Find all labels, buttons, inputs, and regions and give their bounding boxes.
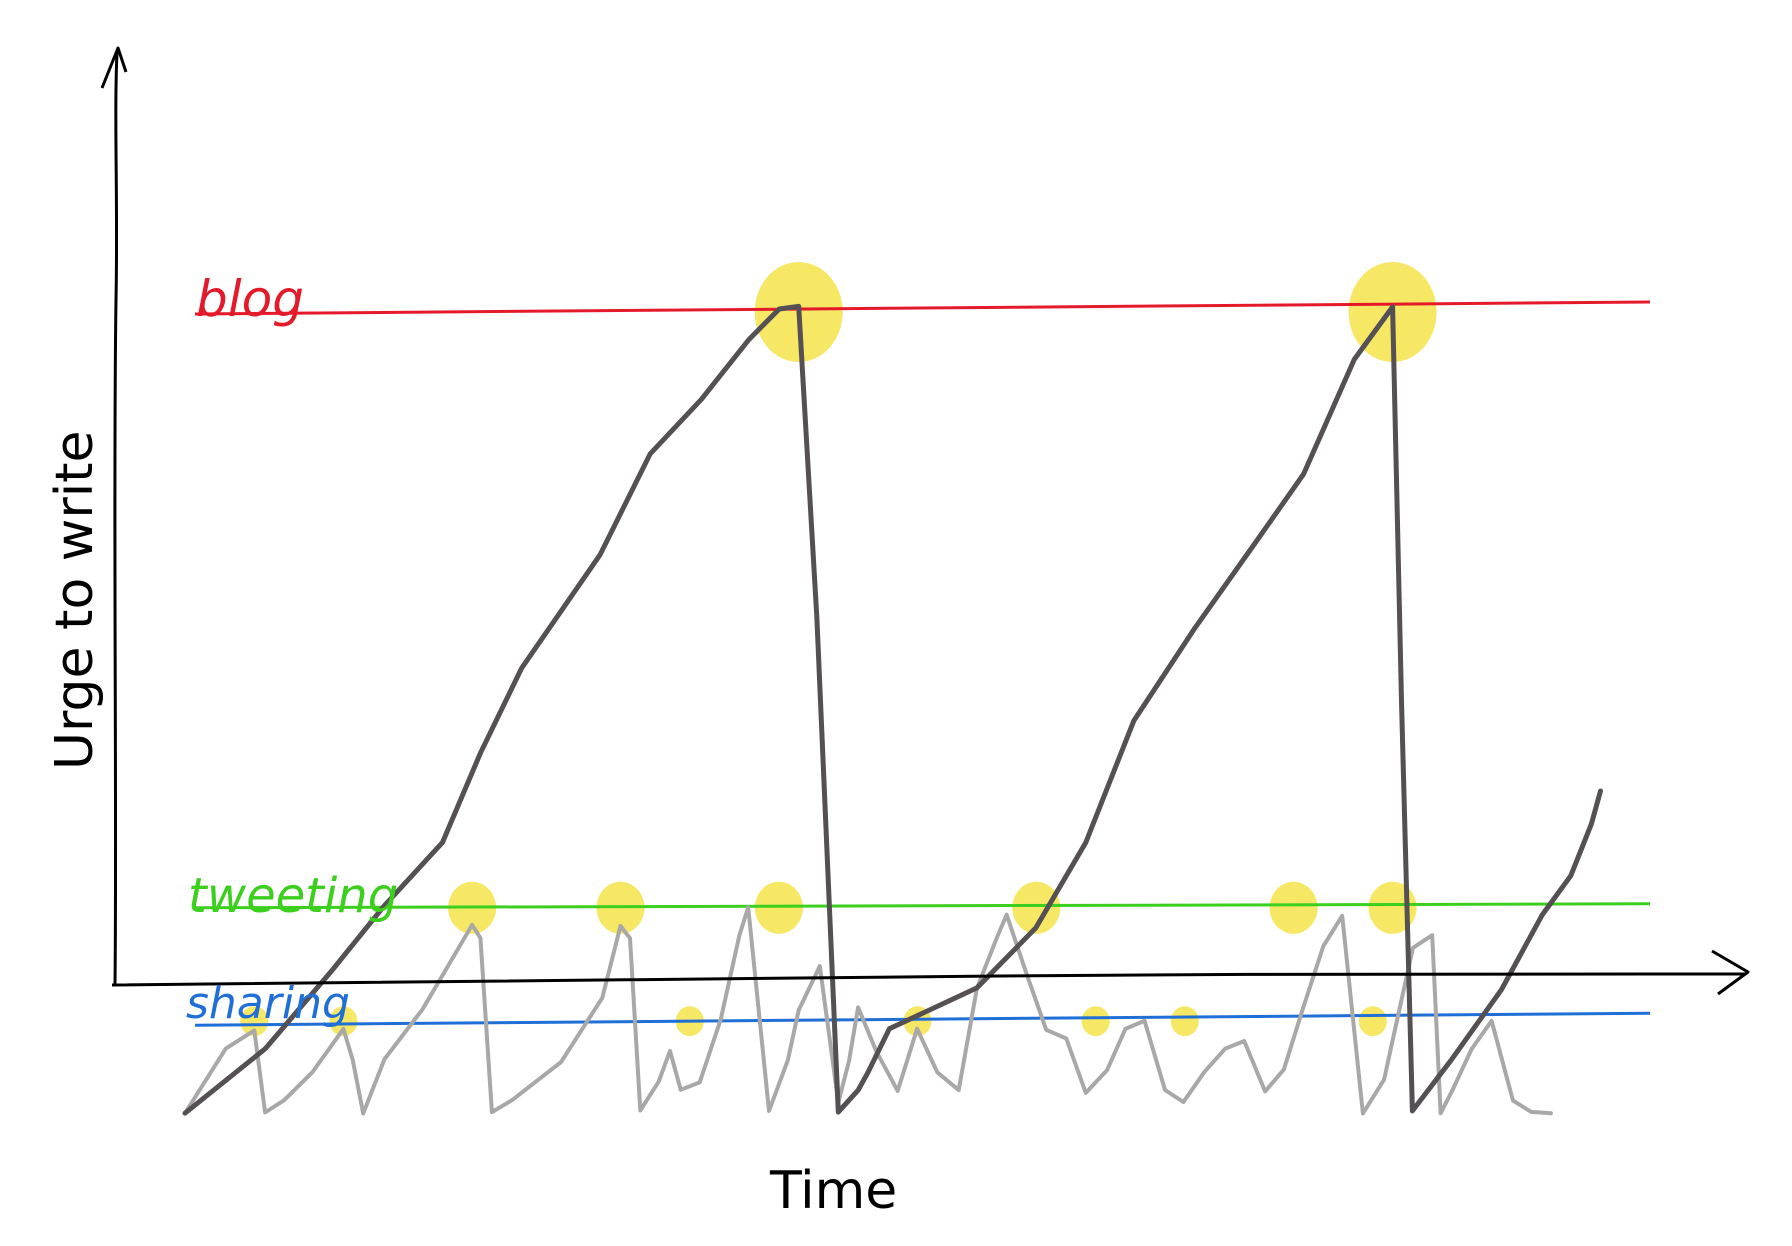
x-axis-label: Time (769, 1161, 897, 1221)
y-axis-arrowhead (100, 46, 128, 89)
threshold-lines (194, 300, 1651, 1027)
tweeting-highlight-4 (754, 881, 803, 934)
sharing-highlight-14 (1358, 1006, 1387, 1037)
blog-threshold-line (194, 300, 1651, 316)
x-axis-arrowhead (1711, 949, 1750, 996)
small-urge-curve (183, 905, 1553, 1116)
big-urge-curve (182, 303, 1603, 1116)
sharing-highlight-9 (329, 1006, 358, 1037)
sharing-highlight-12 (1081, 1006, 1110, 1037)
sharing-highlight-8 (240, 1006, 269, 1037)
threshold-crossing-highlights (240, 262, 1437, 1037)
sharing-highlight-13 (1170, 1006, 1199, 1037)
tweeting-label: tweeting (188, 868, 398, 924)
sharing-label: sharing (186, 978, 350, 1029)
axes (100, 46, 1750, 996)
y-axis-line (113, 51, 119, 986)
tweeting-threshold-line (194, 902, 1651, 910)
tweeting-highlight-6 (1269, 881, 1318, 934)
y-axis-label: Urge to write (45, 430, 105, 770)
blog-label: blog (196, 270, 304, 328)
tweeting-highlight-5 (1012, 881, 1061, 934)
x-axis-line (111, 972, 1746, 987)
